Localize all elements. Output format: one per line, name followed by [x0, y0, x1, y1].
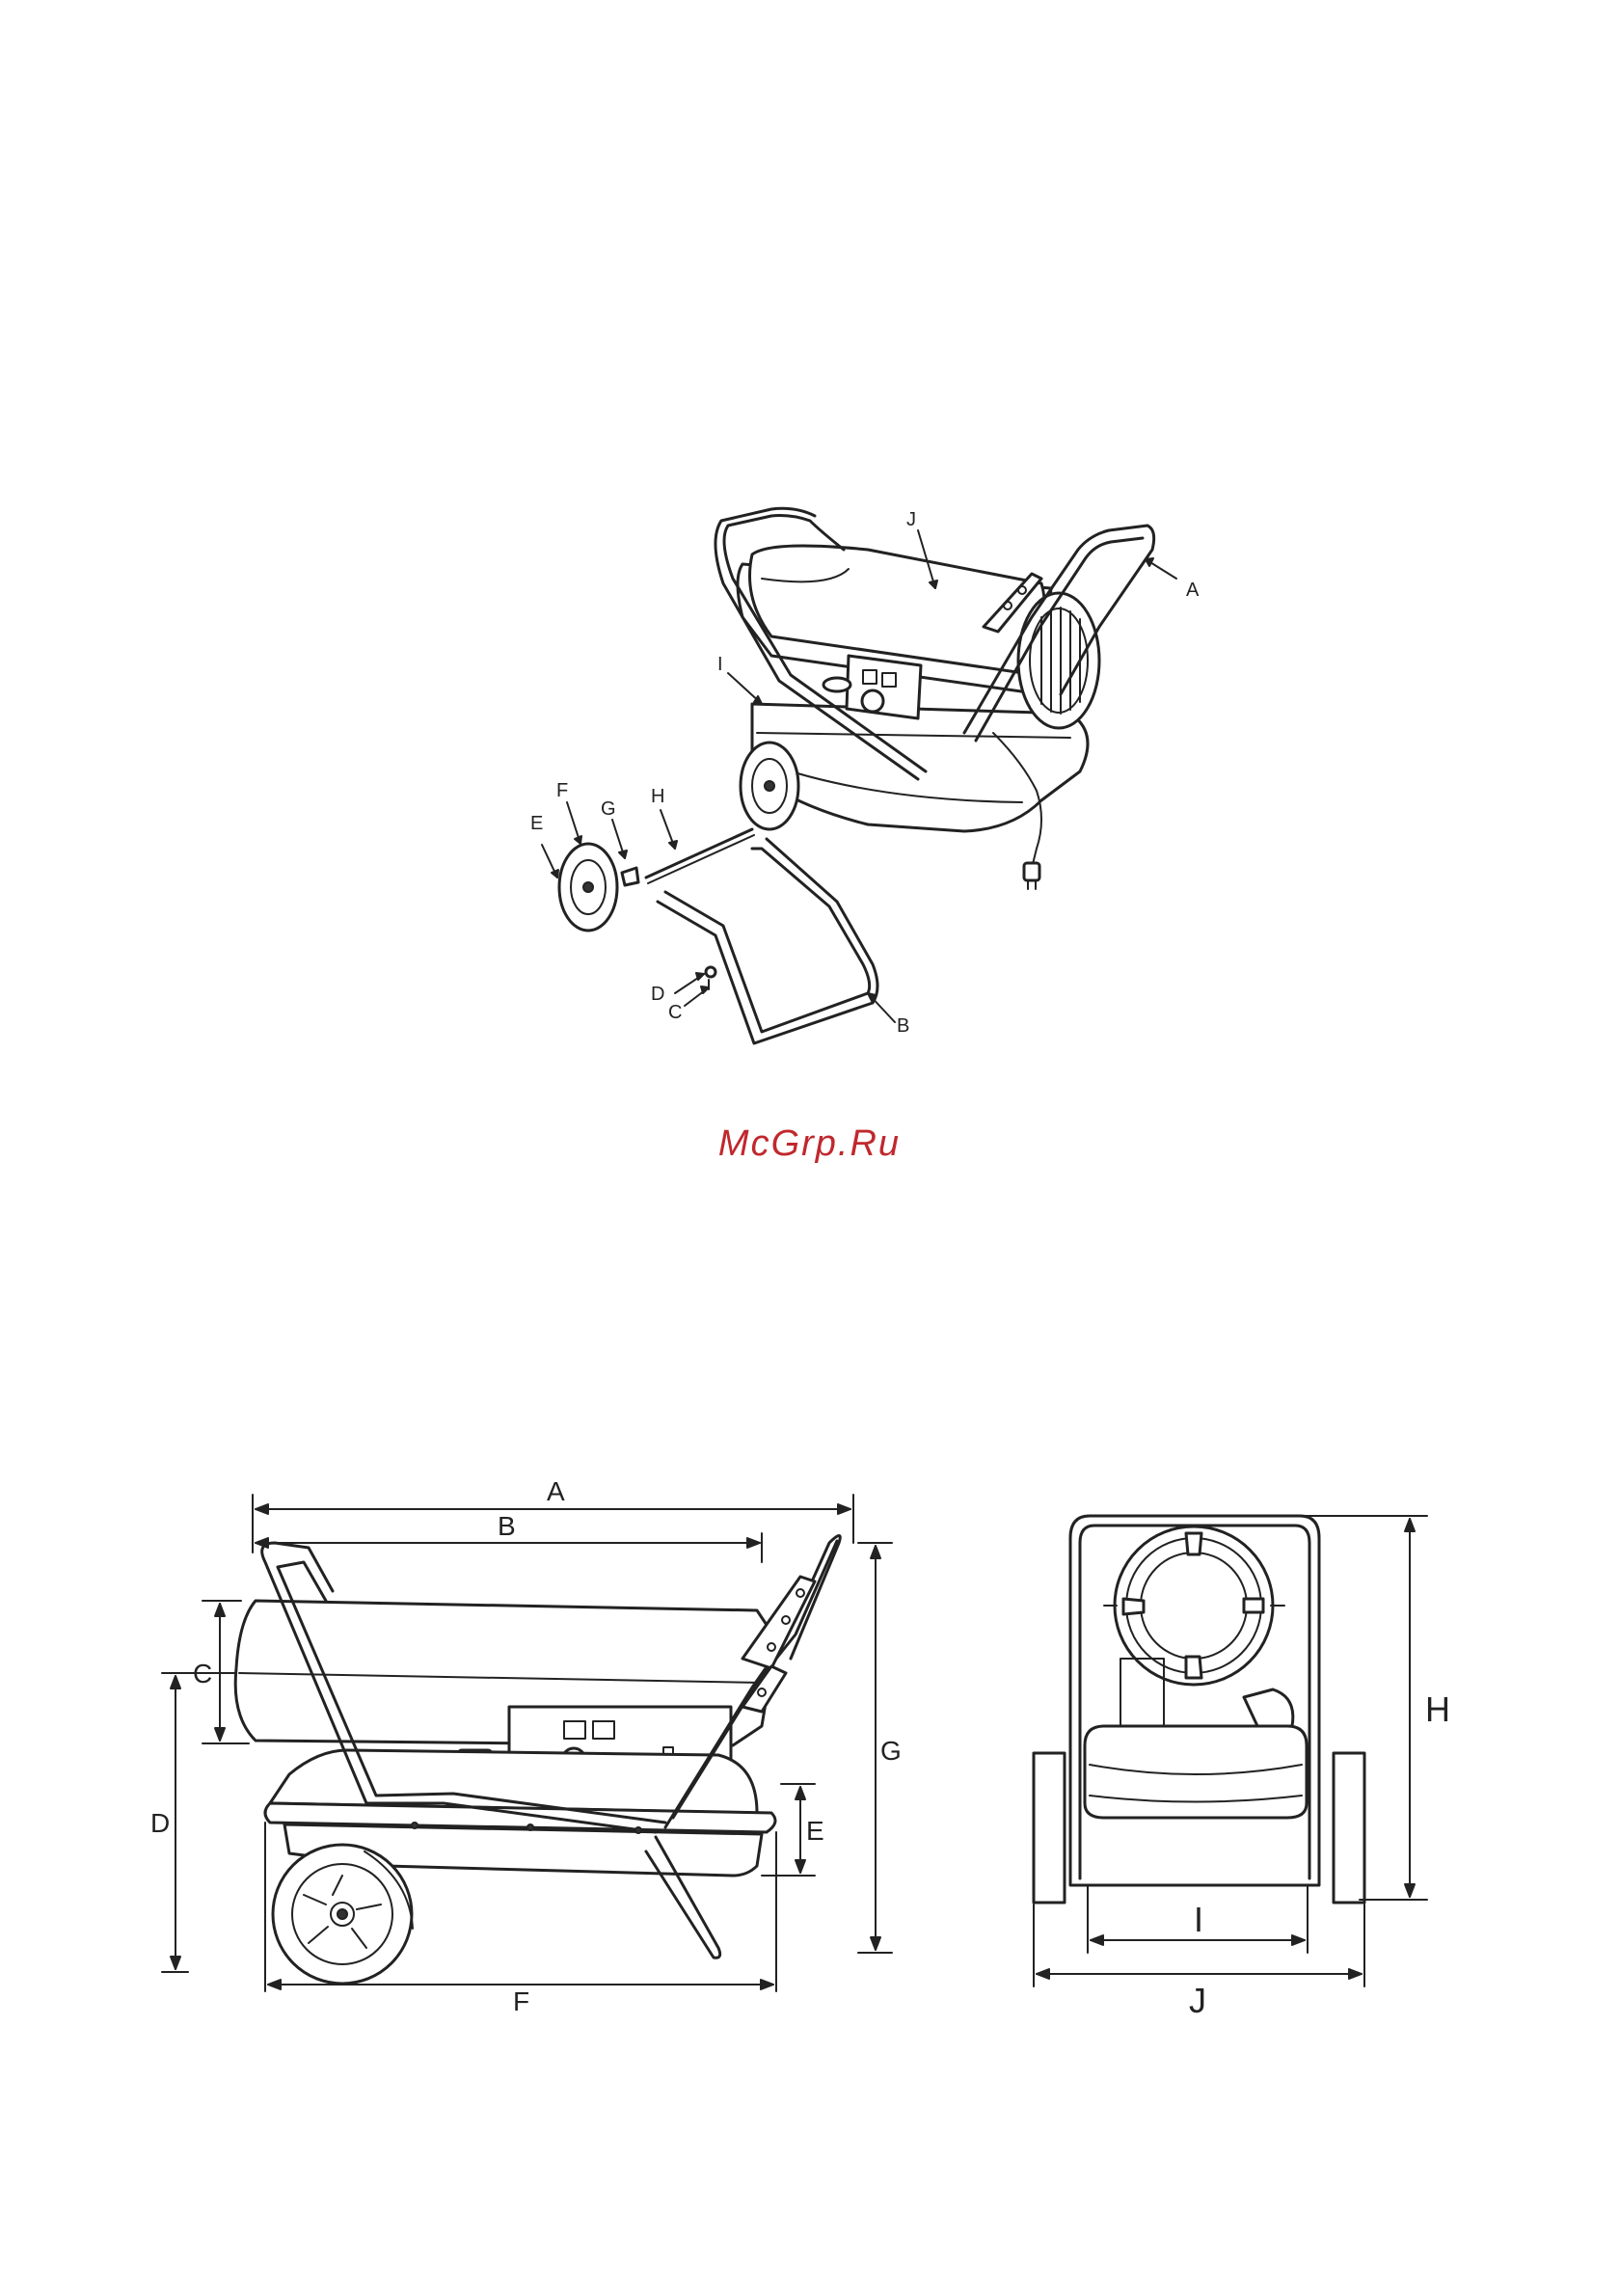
- dim-label-e: E: [806, 1816, 824, 1846]
- dim-label-g: G: [880, 1736, 902, 1766]
- dim-label-b: B: [498, 1511, 516, 1541]
- washer: [706, 967, 715, 977]
- label-g: G: [601, 798, 616, 820]
- label-d: D: [651, 984, 664, 1005]
- fuel-cap: [823, 678, 850, 691]
- front-dimension-view: [1034, 1516, 1364, 1903]
- front-tank: [1085, 1726, 1307, 1818]
- axle-rod: [646, 829, 752, 878]
- dim-label-a: A: [547, 1476, 565, 1506]
- label-f: F: [556, 780, 568, 801]
- dim-label-d: D: [150, 1808, 170, 1838]
- dim-label-f: F: [513, 1986, 529, 2016]
- dim-label-c: C: [193, 1659, 212, 1688]
- dim-label-i: I: [1194, 1900, 1203, 1939]
- label-e: E: [530, 813, 543, 834]
- label-j: J: [906, 509, 916, 530]
- label-c: C: [668, 1002, 682, 1023]
- side-dimension-view: [235, 1536, 840, 1985]
- dim-label-h: H: [1425, 1689, 1450, 1729]
- watermark: McGrp.Ru: [0, 1123, 1619, 1165]
- front-wheel-right: [1334, 1753, 1364, 1903]
- dim-label-j: J: [1189, 1981, 1206, 2020]
- loose-handle-b: [665, 849, 870, 1032]
- label-i: I: [717, 654, 723, 675]
- hub-cap: [622, 868, 638, 885]
- label-h: H: [651, 786, 664, 807]
- exploded-assembly-view: A J I H G F E D C B: [530, 508, 1200, 1043]
- label-b: B: [897, 1015, 909, 1037]
- label-a: A: [1186, 580, 1200, 601]
- front-wheel-left: [1034, 1753, 1065, 1903]
